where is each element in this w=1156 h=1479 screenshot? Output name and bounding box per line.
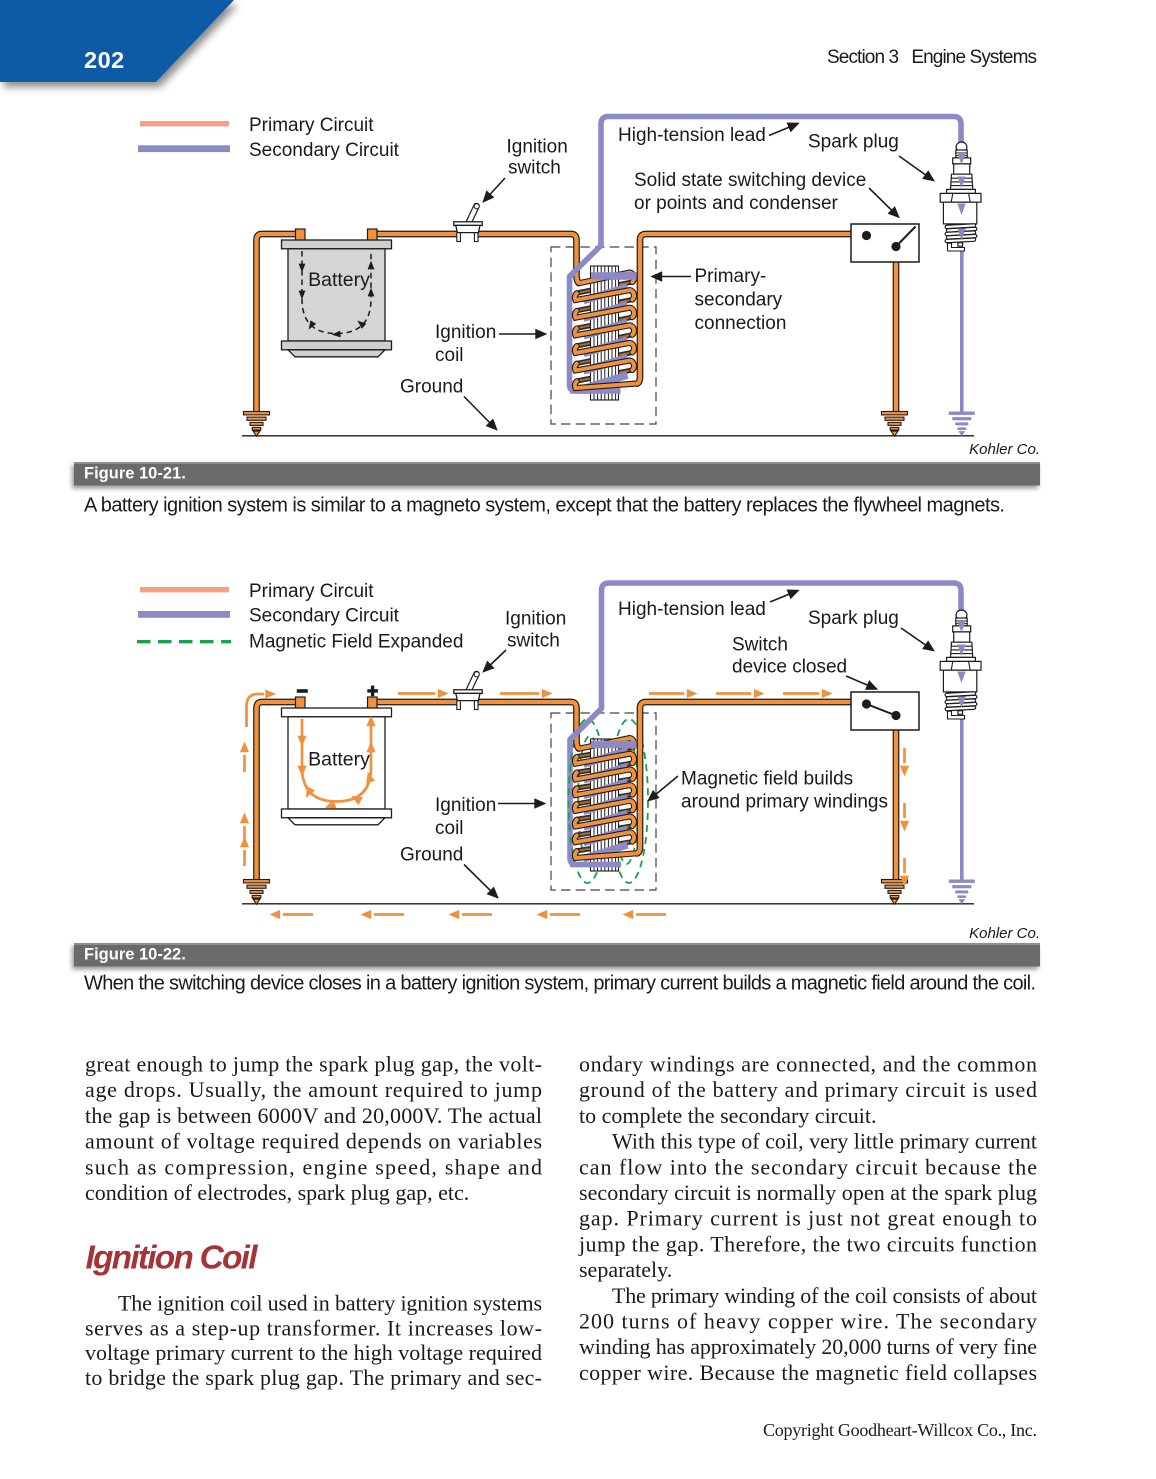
svg-text:great enough to jump the spark: great enough to jump the spark plug gap,… (85, 1052, 542, 1077)
svg-text:Kohler Co.: Kohler Co. (969, 925, 1040, 942)
svg-text:connection: connection (695, 313, 787, 334)
svg-text:The primary winding of the coi: The primary winding of the coil consists… (612, 1283, 1037, 1308)
svg-text:High-tension lead: High-tension lead (618, 599, 766, 620)
svg-text:such as compression, engine sp: such as compression, engine speed, shape… (85, 1154, 542, 1179)
svg-text:When the switching device clos: When the switching device closes in a ba… (84, 973, 1036, 995)
svg-text:around primary windings: around primary windings (681, 792, 888, 813)
svg-text:separately.: separately. (579, 1257, 672, 1282)
svg-text:coil: coil (435, 818, 464, 839)
svg-text:to bridge the spark plug gap.: to bridge the spark plug gap. The primar… (85, 1365, 542, 1390)
svg-text:Ignition Coil: Ignition Coil (86, 1240, 259, 1277)
svg-text:Ignition: Ignition (507, 136, 568, 157)
svg-text:200 turns of heavy copper wire: 200 turns of heavy copper wire. The seco… (579, 1309, 1037, 1334)
svg-text:the gap is between 6000V and 2: the gap is between 6000V and 20,000V. Th… (85, 1103, 542, 1128)
svg-text:voltage primary current to the: voltage primary current to the high volt… (85, 1340, 542, 1365)
svg-text:The ignition coil used in batt: The ignition coil used in battery igniti… (118, 1291, 542, 1316)
svg-text:Primary Circuit: Primary Circuit (249, 115, 374, 136)
svg-text:jump the gap. Therefore, the t: jump the gap. Therefore, the two circuit… (578, 1231, 1037, 1256)
svg-text:202: 202 (84, 47, 125, 73)
svg-text:serves as a step-up transforme: serves as a step-up transformer. It incr… (85, 1315, 542, 1340)
svg-text:Figure 10-22.: Figure 10-22. (84, 946, 186, 964)
svg-text:gap. Primary current is just n: gap. Primary current is just not great e… (579, 1206, 1037, 1231)
svg-text:to complete the secondary circ: to complete the secondary circuit. (579, 1103, 877, 1128)
svg-text:switch: switch (508, 158, 561, 179)
svg-text:winding has approximately 20,0: winding has approximately 20,000 turns o… (579, 1334, 1037, 1359)
svg-text:Copyright Goodheart-Willcox Co: Copyright Goodheart-Willcox Co., Inc. (763, 1420, 1037, 1440)
svg-text:switch: switch (507, 631, 560, 652)
svg-text:Spark plug: Spark plug (808, 132, 899, 153)
svg-text:condition of electrodes, spark: condition of electrodes, spark plug gap,… (85, 1180, 469, 1205)
svg-text:A battery ignition system is s: A battery ignition system is similar to … (84, 495, 1005, 517)
svg-text:coil: coil (435, 345, 464, 366)
svg-text:Switch: Switch (732, 635, 788, 656)
svg-text:Secondary Circuit: Secondary Circuit (249, 606, 400, 627)
svg-text:Magnetic Field Expanded: Magnetic Field Expanded (249, 632, 463, 653)
svg-text:Secondary Circuit: Secondary Circuit (249, 140, 400, 161)
svg-text:Figure 10-21.: Figure 10-21. (84, 465, 186, 483)
svg-text:device closed: device closed (732, 657, 847, 678)
svg-text:Battery: Battery (308, 749, 370, 771)
svg-text:or points and condenser: or points and condenser (634, 193, 839, 214)
svg-text:Ground: Ground (400, 377, 463, 398)
svg-text:age drops. Usually, the amount: age drops. Usually, the amount required … (85, 1077, 542, 1102)
svg-text:Ground: Ground (400, 845, 463, 866)
svg-text:With this type of coil, very l: With this type of coil, very little prim… (612, 1129, 1037, 1154)
svg-text:Battery: Battery (308, 269, 370, 291)
svg-text:Primary-: Primary- (695, 266, 767, 287)
svg-text:ground of the battery and prim: ground of the battery and primary circui… (579, 1077, 1037, 1102)
svg-text:secondary: secondary (695, 290, 783, 311)
svg-text:Kohler Co.: Kohler Co. (969, 441, 1040, 458)
svg-text:Ignition: Ignition (435, 322, 496, 343)
svg-text:High-tension lead: High-tension lead (618, 125, 766, 146)
svg-text:Solid state switching device: Solid state switching device (634, 170, 866, 191)
svg-text:can flow into the secondary ci: can flow into the secondary circuit beca… (579, 1154, 1037, 1179)
svg-text:Magnetic field builds: Magnetic field builds (681, 769, 853, 790)
svg-text:Ignition: Ignition (505, 609, 566, 630)
svg-text:Ignition: Ignition (435, 795, 496, 816)
svg-text:amount of voltage required dep: amount of voltage required depends on va… (85, 1129, 542, 1154)
svg-text:secondary circuit is normally: secondary circuit is normally open at th… (579, 1180, 1037, 1205)
svg-text:Primary Circuit: Primary Circuit (249, 581, 374, 602)
svg-text:ondary windings are connected,: ondary windings are connected, and the c… (579, 1052, 1037, 1077)
svg-text:Spark plug: Spark plug (808, 608, 899, 629)
svg-text:copper wire. Because the magne: copper wire. Because the magnetic field … (579, 1360, 1037, 1385)
svg-text:Section 3 Engine Systems: Section 3 Engine Systems (827, 47, 1037, 68)
